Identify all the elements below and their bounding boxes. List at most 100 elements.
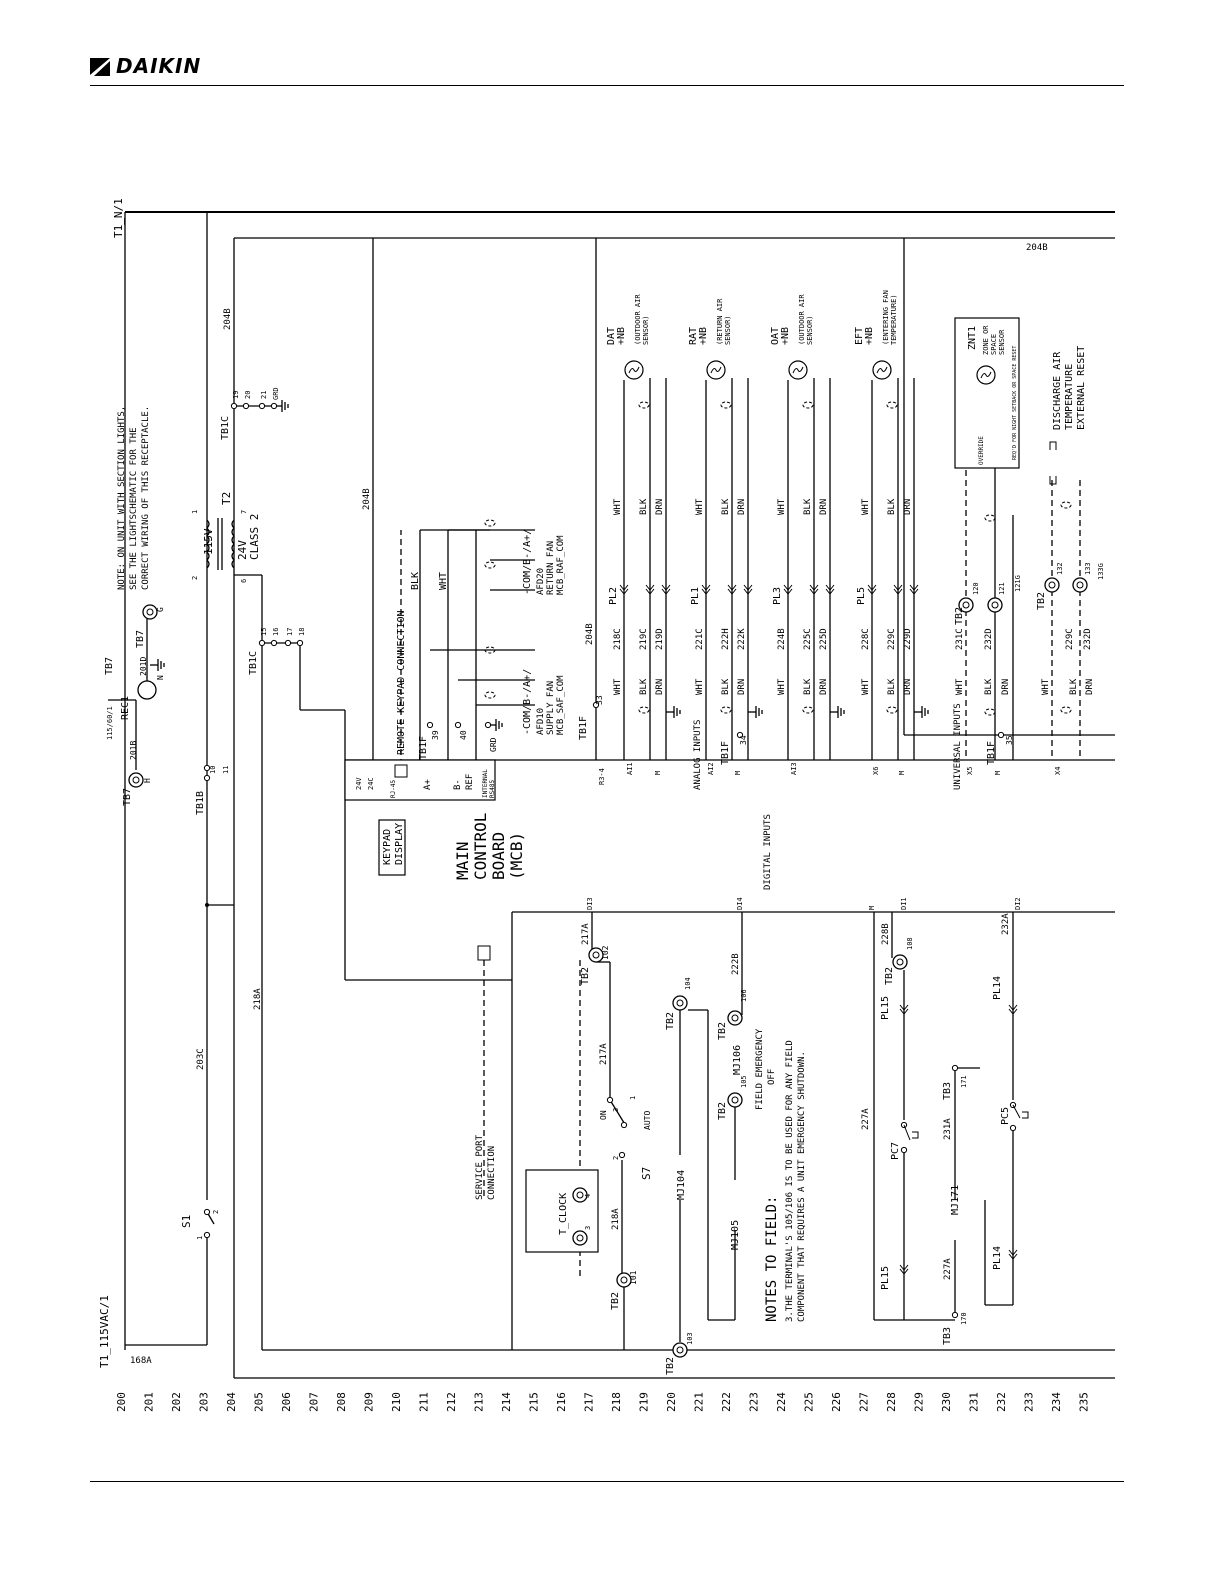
sensor-description: (OUTDOOR AIR <box>634 294 642 345</box>
terminal-number: 19 <box>232 391 240 399</box>
terminal-icon <box>606 1096 614 1104</box>
terminal-icon <box>592 701 600 709</box>
terminal-icon <box>270 402 278 410</box>
mcb-pin-label: X4 <box>1054 767 1062 775</box>
pin-label: 1 <box>196 1236 204 1240</box>
mj-label: MJ171 <box>950 1185 961 1215</box>
wire-color-label: DRN <box>1001 679 1011 695</box>
mcb-pin-label: DI1 <box>900 897 908 910</box>
wire-label: 219C <box>639 628 649 650</box>
wire-color-label: WHT <box>861 498 871 515</box>
terminal-icon <box>258 639 266 647</box>
terminal-inner-icon <box>962 601 970 609</box>
header-rule <box>90 85 1124 86</box>
rung-number: 230 <box>940 1392 953 1412</box>
terminal-label: TB2 <box>884 967 895 985</box>
transformer-rating: CLASS 2 <box>248 514 261 560</box>
switch-position-label: AUTO <box>643 1111 652 1130</box>
switch-label: S7 <box>640 1167 653 1180</box>
wire-label: 218A <box>253 988 263 1010</box>
plug-label: PL14 <box>992 976 1003 1000</box>
mcb-pin-label: 24C <box>367 777 375 790</box>
terminal-number: 33 <box>595 695 604 705</box>
terminal-number: 120 <box>972 582 980 595</box>
switch-s7-icon <box>609 1099 627 1127</box>
shield-icon <box>802 401 814 409</box>
sensor-description: (OUTDOOR AIR <box>798 294 806 345</box>
mcb-pin-label: AI2 <box>707 762 715 775</box>
section-title: DIGITAL INPUTS <box>763 814 773 890</box>
plug-label: PL5 <box>856 587 867 605</box>
sensor-description: SPACE <box>990 334 998 355</box>
terminal-number: 18 <box>298 628 306 636</box>
wire-color-label: DRN <box>1085 679 1095 695</box>
terminal-block-label: TB1B <box>195 791 206 815</box>
rung-number: 226 <box>830 1392 843 1412</box>
terminal-icon <box>426 721 434 729</box>
rung-number: 219 <box>638 1392 651 1412</box>
plug-label: PL3 <box>772 587 783 605</box>
shield-icon <box>484 646 496 654</box>
rung-number: 214 <box>500 1392 513 1412</box>
note-line: SEE THE LIGHTSCHEMATIC FOR THE <box>129 427 139 590</box>
sensor-description: (ENTERING FAN <box>882 290 890 345</box>
terminal-block-label: TB1F <box>578 716 589 740</box>
sensor-name: OAT <box>770 327 781 345</box>
mcb-pin-label: M <box>868 906 876 910</box>
terminal-inner-icon <box>676 1346 684 1354</box>
wire-color-label: BLK <box>1069 678 1079 695</box>
brand-logo: DAIKIN <box>90 52 201 80</box>
sensor-name: ZNT1 <box>967 326 978 350</box>
plug-arrow-icon <box>899 1264 909 1275</box>
rating-label: 115/60/1 <box>106 706 114 740</box>
sensor-description: ZONE OR <box>982 325 990 355</box>
plug-arrow-icon <box>893 584 903 595</box>
pin-label: G <box>156 607 165 612</box>
mcb-pin-label: DI3 <box>586 897 594 910</box>
plug-label: PL15 <box>880 996 891 1020</box>
wire-color-label: WHT <box>438 572 449 590</box>
wire-color-label: WHT <box>695 678 705 695</box>
mcb-pin-label: INTERNAL <box>482 769 489 798</box>
terminal-number: 35 <box>1005 735 1014 745</box>
thermistor-curve-icon <box>876 366 888 374</box>
pin-label: 2 <box>191 576 199 580</box>
wire-label: 229D <box>903 628 913 650</box>
terminal-icon <box>484 721 492 729</box>
terminal-label: TB2 <box>717 1102 728 1120</box>
wire-label: 228B <box>881 923 891 945</box>
plug-arrow-icon <box>899 1004 909 1015</box>
thermistor-curve-icon <box>980 371 992 379</box>
pin-label: 2 <box>212 1210 220 1214</box>
daikin-logo-icon <box>90 58 110 76</box>
terminal-block-label: TB1C <box>220 416 231 440</box>
receptacle-label: REC1 <box>120 696 131 720</box>
wire-label: 227A <box>861 1108 871 1130</box>
mcb-title: CONTROL <box>471 813 490 880</box>
terminal-number: 39 <box>431 730 440 740</box>
wire-color-label: WHT <box>777 678 787 695</box>
rung-number: 204 <box>225 1392 238 1412</box>
rung-number: 232 <box>995 1392 1008 1412</box>
mcb-pin-label: RS485 <box>489 780 496 798</box>
pressure-switch-pc7-icon <box>903 1124 919 1141</box>
mcb-pin-label: M <box>898 771 906 775</box>
wire-color-label: DRN <box>903 679 913 695</box>
rung-number: 200 <box>115 1392 128 1412</box>
service-port-icon <box>477 945 491 961</box>
terminal-label: TB2 <box>665 1012 676 1030</box>
shield-icon <box>1060 501 1072 509</box>
plug-arrow-icon <box>645 584 655 595</box>
shield-icon <box>720 401 732 409</box>
terminal-inner-icon <box>1076 581 1084 589</box>
keypad-display-label: DISPLAY <box>394 823 405 865</box>
terminal-icon <box>296 639 304 647</box>
terminal-number: GRD <box>272 387 280 400</box>
plug-arrow-icon <box>727 584 737 595</box>
mcb-title: MAIN <box>453 841 472 880</box>
mcb-pin-label: X6 <box>872 767 880 775</box>
plug-arrow-icon <box>701 584 711 595</box>
note-line: NOTE: ON UNIT WITH SECTION LIGHTS, <box>117 406 127 590</box>
sensor-description: TEMPERATURE) <box>890 294 898 345</box>
